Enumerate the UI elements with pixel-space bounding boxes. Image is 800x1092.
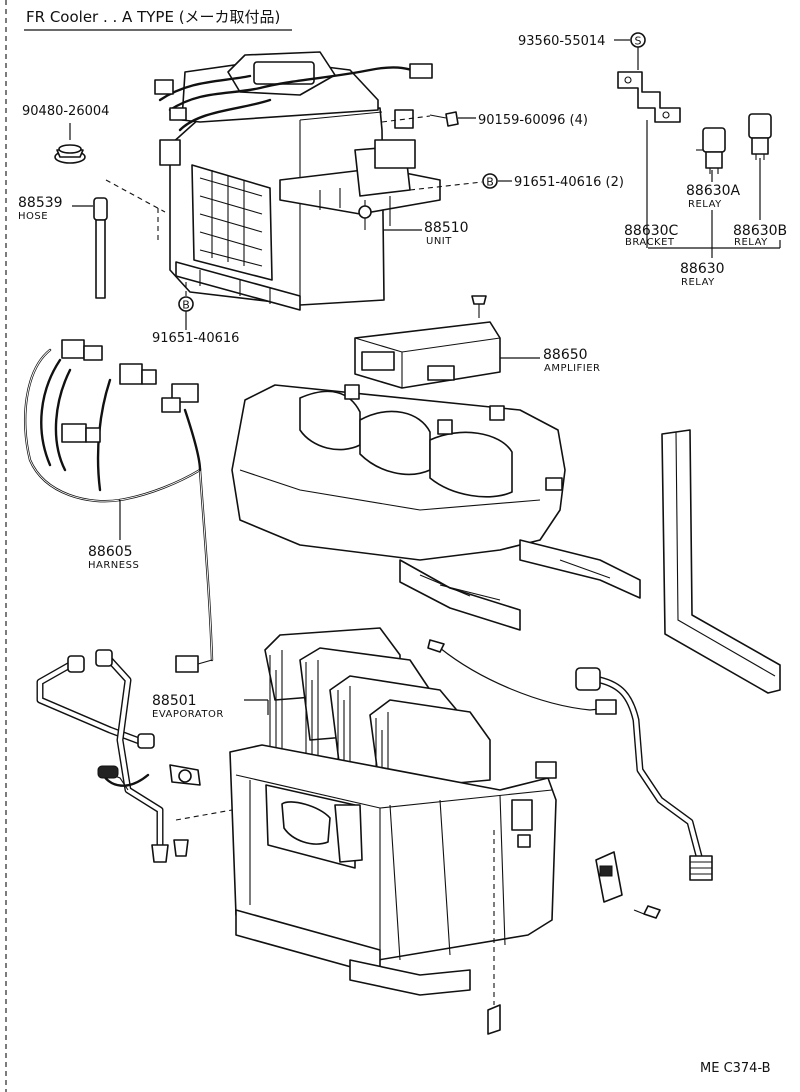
relay-88630b-drawing xyxy=(748,113,772,160)
label-88539-number: 88539 xyxy=(18,195,63,211)
pipe-right-drawing xyxy=(427,639,713,881)
case-upper-drawing xyxy=(231,384,641,631)
label-88539: 88539 HOSE xyxy=(18,195,63,222)
label-91651-top: 91651-40616 (2) xyxy=(514,175,624,190)
label-88650-name: AMPLIFIER xyxy=(544,363,601,374)
label-88501: 88501 EVAPORATOR xyxy=(152,693,224,720)
label-88630b-name: RELAY xyxy=(734,237,768,248)
label-88501-name: EVAPORATOR xyxy=(152,709,224,720)
bracket-88630c-drawing xyxy=(617,71,681,123)
label-90480: 90480-26004 xyxy=(22,104,109,119)
case-lower-drawing xyxy=(229,744,557,1035)
label-91651-bottom: 91651-40616 xyxy=(152,331,239,346)
grommet-drawing xyxy=(54,144,86,164)
amplifier-drawing xyxy=(354,321,501,389)
diagram-title: FR Cooler . . A TYPE (メーカ取付品) xyxy=(24,8,292,31)
label-88630-number: 88630 xyxy=(680,261,725,277)
label-88510-name: UNIT xyxy=(426,236,452,247)
hose-drawing xyxy=(93,179,166,299)
pipe-left-drawing xyxy=(36,649,201,863)
screw-90159-drawing xyxy=(381,111,459,127)
symbol-b-marker-bottom: B xyxy=(178,296,194,312)
label-88630c-name: BRACKET xyxy=(625,237,675,248)
label-88630a-number: 88630A xyxy=(686,183,741,199)
label-93560-number: 93560-55014 xyxy=(518,34,605,49)
label-90480-number: 90480-26004 xyxy=(22,104,109,119)
label-88630: 88630 RELAY xyxy=(680,261,725,288)
label-88510-number: 88510 xyxy=(424,220,469,236)
symbol-b-text-bottom: B xyxy=(182,299,190,312)
label-88630c-number: 88630C xyxy=(624,223,679,239)
evaporator-core-drawing xyxy=(264,627,491,850)
label-88630a-name: RELAY xyxy=(688,199,722,210)
amplifier-screw-drawing xyxy=(471,295,487,318)
figure-code: ME C374-B xyxy=(700,1061,771,1076)
label-88605-number: 88605 xyxy=(88,544,133,560)
symbol-s-marker: S xyxy=(630,32,646,48)
cooling-unit-drawing xyxy=(154,51,441,311)
label-90159-number: 90159-60096 (4) xyxy=(478,113,588,128)
cover-strip-drawing xyxy=(661,429,781,694)
clip-drawing xyxy=(595,851,661,919)
label-88630c: 88630C BRACKET xyxy=(624,223,679,248)
label-90159: 90159-60096 (4) xyxy=(478,113,588,128)
symbol-b-text-top: B xyxy=(486,176,494,189)
symbol-s-text: S xyxy=(635,35,642,48)
relay-88630a-drawing xyxy=(696,127,726,174)
label-88650: 88650 AMPLIFIER xyxy=(543,347,601,374)
label-91651-top-number: 91651-40616 (2) xyxy=(514,175,624,190)
label-88510: 88510 UNIT xyxy=(424,220,469,247)
leader-lines xyxy=(69,39,781,821)
title-text: FR Cooler . . A TYPE (メーカ取付品) xyxy=(26,8,280,26)
label-88539-name: HOSE xyxy=(18,211,48,222)
harness-drawing xyxy=(23,339,214,673)
symbol-b-marker-top: B xyxy=(482,173,498,189)
label-88630-name: RELAY xyxy=(681,277,715,288)
label-88605: 88605 HARNESS xyxy=(88,544,139,571)
label-88605-name: HARNESS xyxy=(88,560,139,571)
label-88501-number: 88501 xyxy=(152,693,197,709)
label-88630a: 88630A RELAY xyxy=(686,183,741,210)
label-93560: 93560-55014 xyxy=(518,34,605,49)
label-88630b-number: 88630B xyxy=(733,223,787,239)
label-91651-bottom-number: 91651-40616 xyxy=(152,331,239,346)
label-88630b: 88630B RELAY xyxy=(733,223,787,248)
label-88650-number: 88650 xyxy=(543,347,588,363)
